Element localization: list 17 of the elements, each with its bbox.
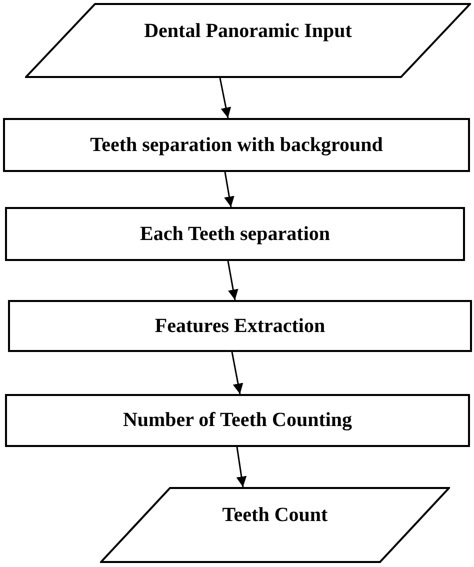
process-box: [5, 394, 470, 447]
arrow: [231, 352, 244, 394]
io-parallelogram: [100, 487, 450, 563]
arrow: [236, 446, 247, 488]
node-label: Teeth separation with background: [90, 132, 383, 158]
node-label: Each Teeth separation: [140, 222, 330, 246]
node-label: Teeth Count: [222, 503, 328, 528]
arrow: [224, 172, 234, 208]
process-box: [8, 300, 472, 352]
arrow: [219, 78, 232, 118]
arrow: [227, 260, 238, 300]
io-parallelogram: [25, 3, 471, 78]
process-box: [5, 207, 465, 261]
process-box: [3, 118, 470, 172]
node-label: Dental Panoramic Input: [144, 19, 352, 44]
node-label: Features Extraction: [154, 314, 326, 338]
node-label: Number of Teeth Counting: [122, 408, 352, 433]
